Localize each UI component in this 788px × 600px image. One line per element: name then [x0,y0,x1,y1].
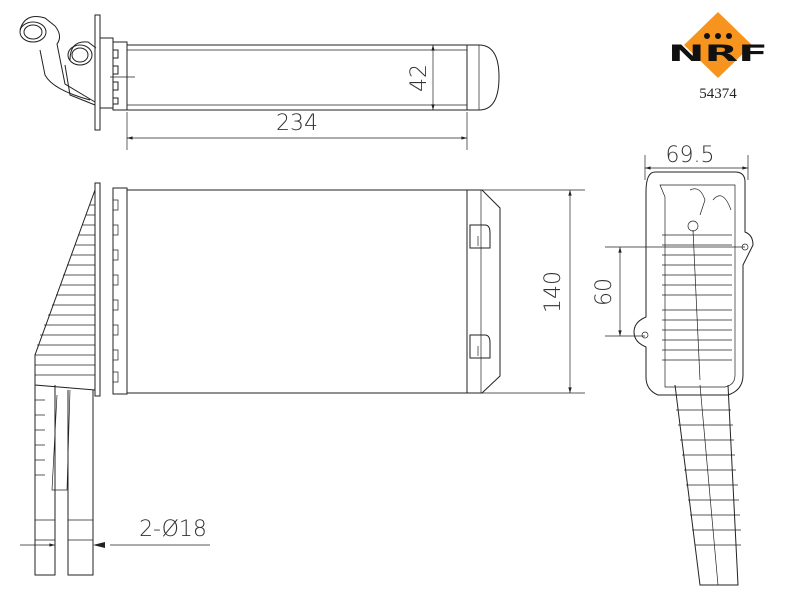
dim-length: 234 [276,111,318,136]
svg-text:NRF: NRF [668,42,768,67]
part-number: 54374 [699,86,737,102]
logo-diamond [684,12,752,78]
dim-mount-spacing: 60 [592,278,617,306]
top-view [19,14,500,150]
side-view [605,155,754,586]
dim-height-top: 42 [407,64,432,92]
dim-pipes: 2-Ø18 [139,517,207,542]
dim-core-height: 140 [541,271,566,313]
nrf-logo: NRF [668,12,768,78]
dim-depth: 69.5 [666,143,715,168]
front-view [20,182,585,576]
